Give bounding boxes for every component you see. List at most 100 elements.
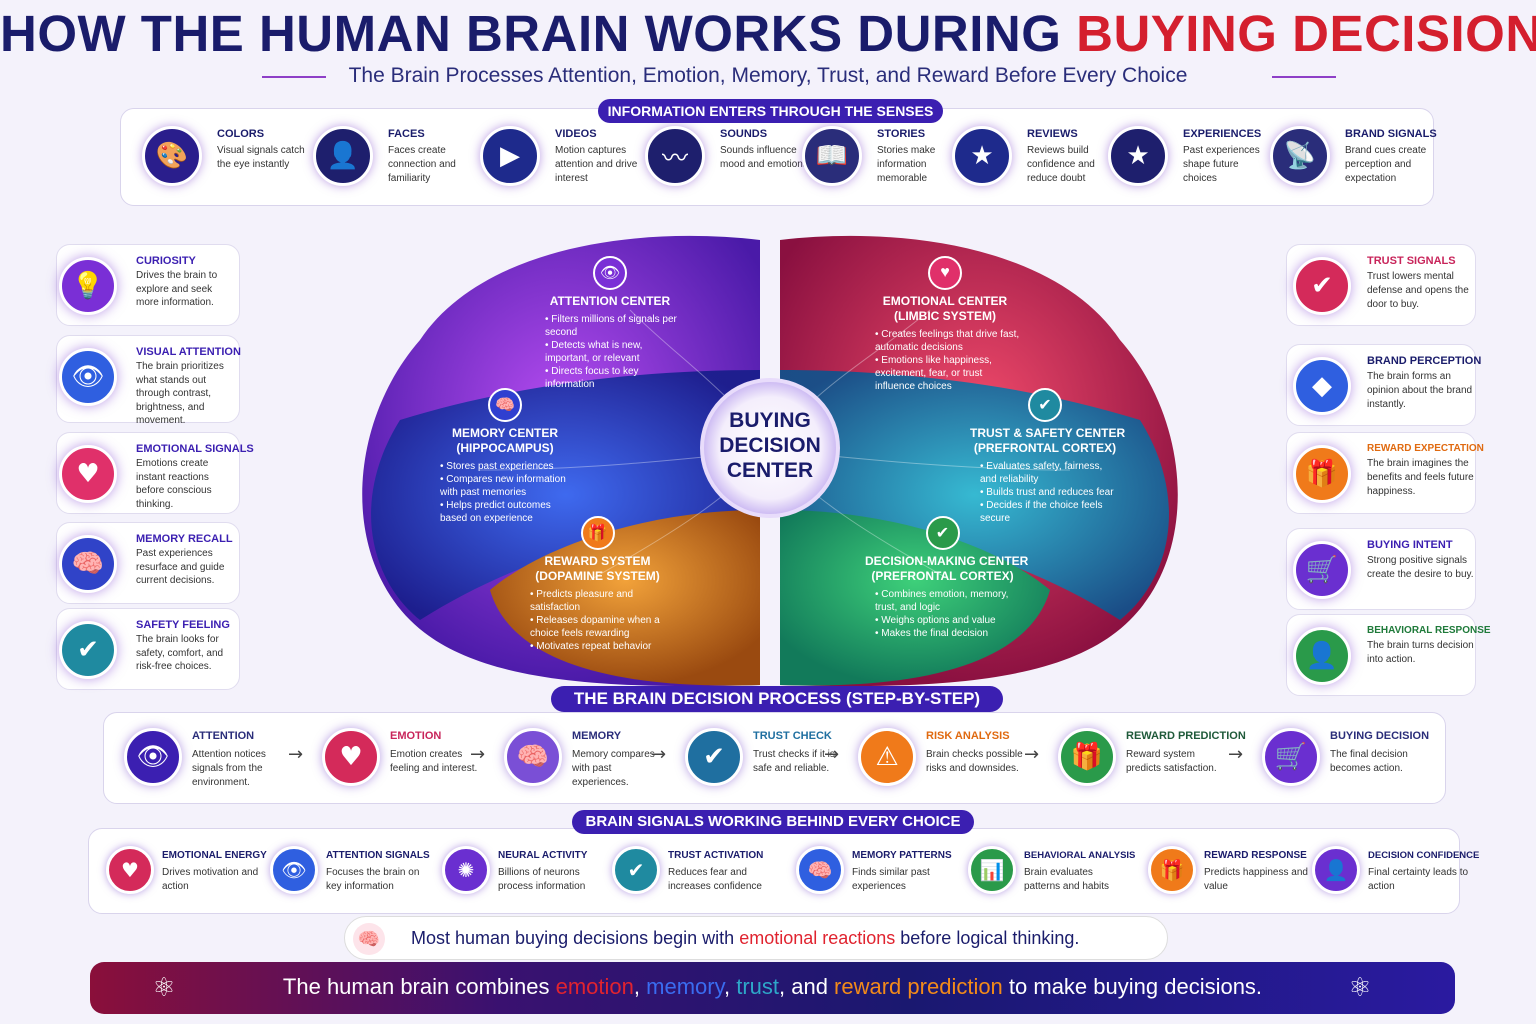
footer-text: The human brain combines emotion, memory… <box>90 974 1455 1000</box>
trust-center-region: ✔ TRUST & SAFETY CENTER (PREFRONTAL CORT… <box>970 388 1125 525</box>
left-item-text: MEMORY RECALL Past experiences resurface … <box>136 533 236 588</box>
arrow-right-icon: → <box>824 744 840 765</box>
warning-icon: ⚠ <box>858 728 916 786</box>
center-line-3: CENTER <box>726 459 814 482</box>
cart-icon: 🛒 <box>1293 541 1351 599</box>
book-icon: 📖 <box>802 126 862 186</box>
footer-emotion: emotion <box>555 974 634 999</box>
sense-title: SOUNDS <box>720 128 768 140</box>
eye-icon: 👁 <box>270 846 318 894</box>
decision-bullets: Combines emotion, memory, trust, and log… <box>865 588 1020 640</box>
signal-title: MEMORY PATTERNS <box>852 850 952 861</box>
cart-icon: 🛒 <box>1262 728 1320 786</box>
footer-reward: reward prediction <box>834 974 1003 999</box>
left-item-desc: Past experiences resurface and guide cur… <box>136 548 225 586</box>
arrow-right-icon: → <box>1024 744 1040 765</box>
right-item-desc: Trust lowers mental defense and opens th… <box>1367 271 1469 310</box>
left-item-title: MEMORY RECALL <box>136 533 233 545</box>
signal-title: REWARD RESPONSE <box>1204 850 1307 861</box>
arrow-right-icon: → <box>1228 744 1244 765</box>
sense-desc: Past experiences shape future choices <box>1183 145 1260 184</box>
arrow-right-icon: → <box>651 744 667 765</box>
bullet: Directs focus to key information <box>545 365 685 391</box>
step-title: BUYING DECISION <box>1330 730 1430 742</box>
bullet: Releases dopamine when a choice feels re… <box>530 614 675 640</box>
reward-system-title: REWARD SYSTEM <box>544 554 651 568</box>
step-title: TRUST CHECK <box>753 730 832 742</box>
signal-desc: Drives motivation and action <box>162 867 259 892</box>
signals-heading: BRAIN SIGNALS WORKING BEHIND EVERY CHOIC… <box>572 810 974 834</box>
left-item-desc: The brain looks for safety, comfort, and… <box>136 634 224 672</box>
step-title: ATTENTION <box>192 730 255 742</box>
left-item: 👁 VISUAL ATTENTION The brain prioritizes w… <box>56 335 241 426</box>
sense-title: FACES <box>388 128 425 140</box>
gift-icon: 🎁 <box>1293 445 1351 503</box>
brain-icon: 🧠 <box>488 388 522 422</box>
sense-desc: Reviews build confidence and reduce doub… <box>1027 145 1095 184</box>
shield-icon: ✔ <box>1028 388 1062 422</box>
signal-title: BEHAVIORAL ANALYSIS <box>1024 850 1136 861</box>
signal-text: BEHAVIORAL ANALYSIS Brain evaluates patte… <box>1024 850 1136 894</box>
memory-center-title: MEMORY CENTER <box>451 426 558 440</box>
arrow-right-icon: → <box>470 744 486 765</box>
step-title: RISK ANALYSIS <box>926 730 1010 742</box>
center-circle <box>700 378 840 518</box>
right-item-text: TRUST SIGNALS Trust lowers mental defense… <box>1367 255 1475 312</box>
right-item-desc: The brain forms an opinion about the bra… <box>1367 371 1473 410</box>
left-item-desc: The brain prioritizes what stands out th… <box>136 361 224 426</box>
senses-heading: INFORMATION ENTERS THROUGH THE SENSES <box>598 99 943 123</box>
sense-title: COLORS <box>217 128 265 140</box>
eye-icon: 👁 <box>593 256 627 290</box>
left-item-title: VISUAL ATTENTION <box>136 346 241 358</box>
right-item-title: REWARD EXPECTATION <box>1367 443 1484 454</box>
decision-icon: 👤 <box>1312 846 1360 894</box>
shield-icon: ✔ <box>59 621 117 679</box>
title-text: HOW THE HUMAN BRAIN WORKS DURING <box>0 5 1077 62</box>
signal-desc: Brain evaluates patterns and habits <box>1024 867 1110 892</box>
bullet: Helps predict outcomes based on experien… <box>440 499 580 525</box>
step-desc: Emotion creates feeling and interest. <box>390 749 478 774</box>
right-item-title: BEHAVIORAL RESPONSE <box>1367 625 1491 636</box>
signal-title: NEURAL ACTIVITY <box>498 850 588 861</box>
process-heading: THE BRAIN DECISION PROCESS (STEP-BY-STEP… <box>551 686 1003 712</box>
bullet: Predicts pleasure and satisfaction <box>530 588 675 614</box>
bar-chart-icon: 📊 <box>968 846 1016 894</box>
step-title: REWARD PREDICTION <box>1126 730 1246 742</box>
step-desc: The final decision becomes action. <box>1330 749 1408 774</box>
sense-title: VIDEOS <box>555 128 597 140</box>
right-item-title: TRUST SIGNALS <box>1367 255 1456 267</box>
sound-wave-icon: 〰 <box>645 126 705 186</box>
sense-desc: Brand cues create perception and expecta… <box>1345 145 1427 184</box>
brand-signal-icon: 📡 <box>1270 126 1330 186</box>
note-part: before logical thinking. <box>895 928 1080 948</box>
decision-making-subtitle: (PREFRONTAL CORTEX) <box>871 569 1014 583</box>
bullet: Stores past experiences <box>440 460 580 473</box>
sense-title: STORIES <box>877 128 926 140</box>
footer-part: , and <box>779 974 835 999</box>
heart-icon: ♥ <box>322 728 380 786</box>
eye-icon: 👁 <box>59 348 117 406</box>
emotional-center-region: ♥ EMOTIONAL CENTER (LIMBIC SYSTEM) Creat… <box>865 256 1025 393</box>
right-item-title: BUYING INTENT <box>1367 539 1453 551</box>
bullet: Emotions like happiness, excitement, fea… <box>875 354 1025 393</box>
sense-desc: Faces create connection and familiarity <box>388 145 456 184</box>
atom-icon-right: ⚛ <box>1348 973 1372 1003</box>
right-item-desc: The brain imagines the benefits and feel… <box>1367 458 1474 497</box>
palette-icon: 🎨 <box>142 126 202 186</box>
